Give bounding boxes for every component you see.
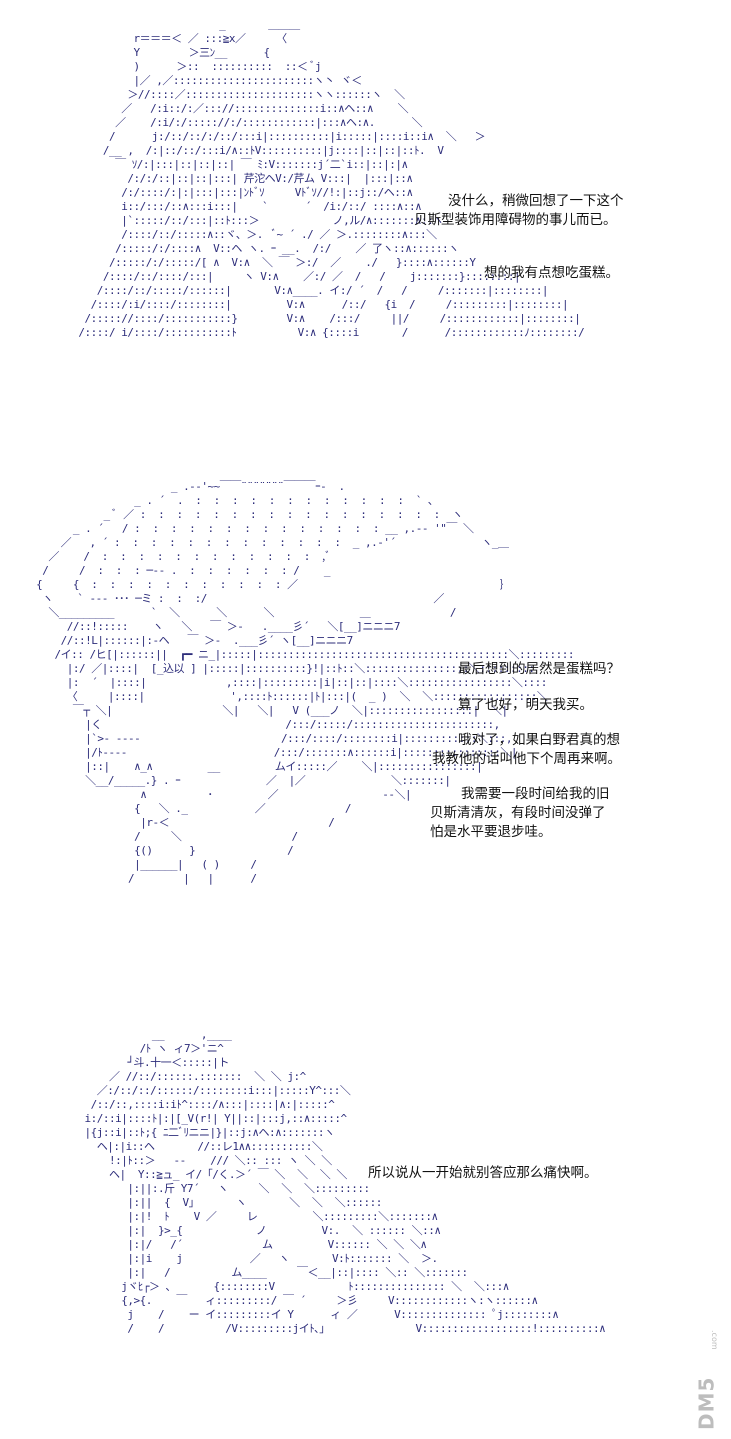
panel-2: _ .-‐'~~￣￣¨¨¨¨¨¨¨￣￣￣ｰ- . _ . ´ . : : : :… [0, 470, 731, 990]
dialogue-line: 我需要一段时间给我的旧 [461, 786, 610, 802]
dialogue-line: 贝斯型装饰用障碍物的事儿而已。 [414, 212, 617, 228]
dialogue-line: 算了也好，明天我买。 [458, 697, 593, 713]
watermark-domain: .com [710, 1330, 719, 1350]
ascii-art-character-3: __ ,____ /ﾄ ヽ ィ7＞'ニ^ ┘斗.十一＜:::::|ト ／ //:… [84, 1028, 606, 1335]
panel-1: _ ＿＿＿ r＝＝＝＜ ／ :::≧x／ 〈 Y ＞三ﾝ__ { ) ＞:: :… [0, 0, 731, 440]
dialogue-line: 哦对了，如果白野君真的想 [458, 732, 620, 748]
dialogue-line: 想的我有点想吃蛋糕。 [484, 265, 619, 281]
dialogue-line: 贝斯清清灰，有段时间没弹了 [430, 805, 606, 821]
ascii-art-character-2: _ .-‐'~~￣￣¨¨¨¨¨¨¨￣￣￣ｰ- . _ . ´ . : : : :… [36, 480, 575, 885]
ascii-art-character-1: _ ＿＿＿ r＝＝＝＜ ／ :::≧x／ 〈 Y ＞三ﾝ__ { ) ＞:: :… [78, 18, 585, 339]
dialogue-line: 最后想到的居然是蛋糕吗？ [458, 661, 620, 677]
watermark-logo: DM5 [694, 1376, 718, 1430]
watermark: DM5 .com [690, 1330, 719, 1430]
dialogue-line: 怕是水平要退步哇。 [430, 824, 552, 840]
dialogue-line: 我教他的话叫他下个周再来啊。 [432, 751, 621, 767]
dialogue-line: 所以说从一开始就别答应那么痛快啊。 [368, 1165, 598, 1181]
dialogue-line: 没什么，稍微回想了一下这个 [448, 193, 624, 209]
panel-3: __ ,____ /ﾄ ヽ ィ7＞'ニ^ ┘斗.十一＜:::::|ト ／ //:… [0, 1020, 731, 1420]
